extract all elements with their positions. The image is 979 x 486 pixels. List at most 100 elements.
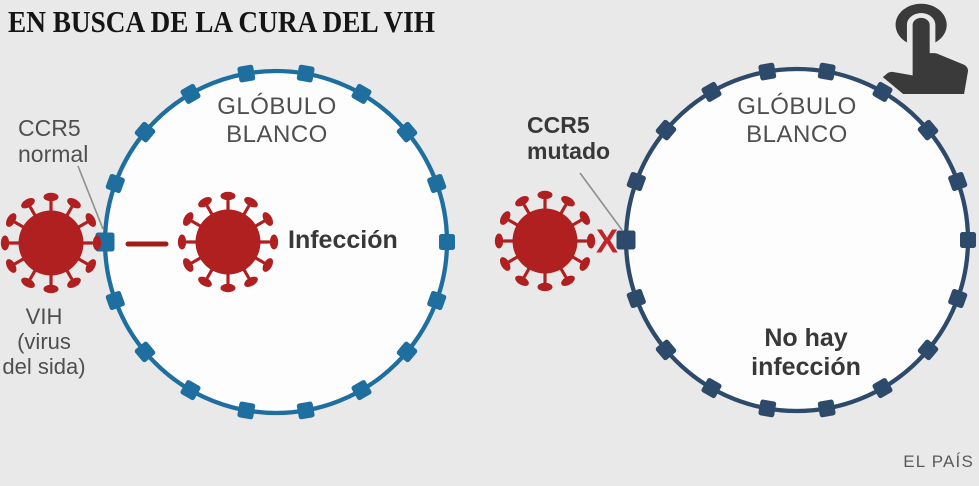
virus-spike-head bbox=[177, 234, 187, 250]
ccr5-receptor bbox=[872, 81, 893, 102]
right-cell-label-line1: GLÓBULO bbox=[737, 93, 857, 120]
ccr5-receptor bbox=[237, 64, 256, 83]
ccr5-receptor bbox=[427, 173, 447, 194]
ccr5-receptor bbox=[296, 64, 315, 83]
virus-spike-head bbox=[262, 258, 274, 272]
ccr5-receptor bbox=[758, 62, 777, 81]
virus-spike-head bbox=[515, 195, 529, 207]
virus-spike-head bbox=[92, 235, 102, 251]
ccr5-receptor bbox=[917, 339, 939, 361]
ccr5-receptor bbox=[960, 232, 976, 248]
headline: EN BUSCA DE LA CURA DEL VIH bbox=[8, 4, 436, 39]
virus-spike-head bbox=[515, 275, 529, 287]
ccr5-receptor bbox=[237, 401, 256, 420]
ccr5-receptor bbox=[427, 290, 447, 311]
ccr5-receptor bbox=[655, 119, 677, 141]
ccr5-receptor bbox=[134, 121, 156, 143]
ccr5-receptor bbox=[134, 341, 156, 363]
virus-spike-head bbox=[220, 191, 236, 201]
ccr5-receptor bbox=[626, 288, 646, 309]
virus-spike-head bbox=[5, 259, 17, 273]
right-cell-label-line2: BLANCO bbox=[746, 121, 848, 148]
virus-spike-head bbox=[21, 277, 35, 289]
virus-spike-head bbox=[586, 233, 596, 249]
ccr5-receptor bbox=[758, 399, 777, 418]
virus-spike-head bbox=[244, 196, 258, 208]
ccr5-receptor bbox=[105, 173, 125, 194]
vih-label-line2: (virus bbox=[17, 329, 71, 354]
ccr5-receptor bbox=[105, 290, 125, 311]
ccr5-normal-line2: normal bbox=[18, 141, 89, 167]
virus-spike-head bbox=[85, 213, 97, 227]
vih-virus-label: VIH (virus del sida) bbox=[0, 304, 94, 379]
virus-spike-head bbox=[499, 257, 511, 271]
ccr5-normal-pointer-line bbox=[77, 165, 104, 230]
source-credit: EL PAÍS bbox=[903, 452, 974, 471]
virus-spike-head bbox=[21, 197, 35, 209]
virus-spike-head bbox=[262, 212, 274, 226]
virus-spike-head bbox=[537, 282, 553, 292]
ccr5-receptor bbox=[817, 399, 836, 418]
virus-spike-head bbox=[5, 213, 17, 227]
ccr5-mutado-pointer-line bbox=[579, 172, 623, 231]
ccr5-receptor bbox=[616, 230, 636, 250]
virus-spike-head bbox=[499, 211, 511, 225]
ccr5-receptor bbox=[701, 378, 722, 399]
ccr5-mutado-label: CCR5 mutado bbox=[527, 112, 610, 164]
vih-label-line3: del sida) bbox=[2, 354, 86, 379]
virus-spike-head bbox=[43, 192, 59, 202]
vih-label-line1: VIH bbox=[25, 304, 63, 329]
ccr5-receptor bbox=[626, 171, 646, 192]
left-cell-label-line2: BLANCO bbox=[226, 121, 328, 148]
virus-spike-head bbox=[198, 196, 212, 208]
ccr5-receptor bbox=[439, 234, 455, 250]
infection-label: Infección bbox=[288, 226, 398, 254]
ccr5-receptor bbox=[180, 83, 201, 104]
virus-spike-head bbox=[0, 235, 10, 251]
tap-hand-icon[interactable] bbox=[874, 0, 974, 94]
virus-spike-head bbox=[561, 195, 575, 207]
no-infection-line2: infección bbox=[751, 353, 861, 381]
right-cell-label: GLÓBULO BLANCO bbox=[697, 93, 897, 149]
hiv-virus-body bbox=[195, 209, 261, 275]
virus-spike-head bbox=[67, 197, 81, 209]
left-cell-label-line1: GLÓBULO bbox=[217, 93, 337, 120]
ccr5-receptor bbox=[180, 380, 201, 401]
hiv-virus-body bbox=[512, 208, 578, 274]
ccr5-normal-label: CCR5 normal bbox=[18, 115, 88, 167]
ccr5-normal-line1: CCR5 bbox=[18, 115, 81, 141]
ccr5-receptor bbox=[917, 119, 939, 141]
tap-hand-icon-shape[interactable] bbox=[882, 3, 969, 94]
virus-spike-head bbox=[579, 257, 591, 271]
ccr5-receptor bbox=[948, 171, 968, 192]
virus-spike-head bbox=[494, 233, 504, 249]
ccr5-mutado-line1: CCR5 bbox=[527, 112, 590, 138]
virus-spike-head bbox=[537, 190, 553, 200]
ccr5-mutado-line2: mutado bbox=[527, 138, 611, 164]
virus-spike-head bbox=[85, 259, 97, 273]
virus-spike-head bbox=[244, 276, 258, 288]
virus-spike-head bbox=[182, 258, 194, 272]
virus-spike-head bbox=[269, 234, 279, 250]
ccr5-receptor bbox=[296, 401, 315, 420]
ccr5-receptor bbox=[396, 121, 418, 143]
virus-spike-head bbox=[43, 284, 59, 294]
virus-spike-head bbox=[561, 275, 575, 287]
left-cell-label: GLÓBULO BLANCO bbox=[177, 93, 377, 149]
ccr5-receptor bbox=[948, 288, 968, 309]
virus-spike-head bbox=[220, 283, 236, 293]
virus-spike-head bbox=[67, 277, 81, 289]
no-infection-line1: No hay bbox=[764, 324, 848, 352]
ccr5-receptor bbox=[351, 380, 372, 401]
virus-spike-head bbox=[579, 211, 591, 225]
virus-spike-head bbox=[182, 212, 194, 226]
ccr5-receptor bbox=[396, 341, 418, 363]
ccr5-receptor bbox=[655, 339, 677, 361]
no-infection-label: No hay infección bbox=[706, 324, 906, 382]
ccr5-receptor bbox=[872, 378, 893, 399]
ccr5-receptor bbox=[701, 81, 722, 102]
ccr5-receptor bbox=[817, 62, 836, 81]
hiv-virus-body bbox=[18, 210, 84, 276]
ccr5-receptor bbox=[351, 83, 372, 104]
